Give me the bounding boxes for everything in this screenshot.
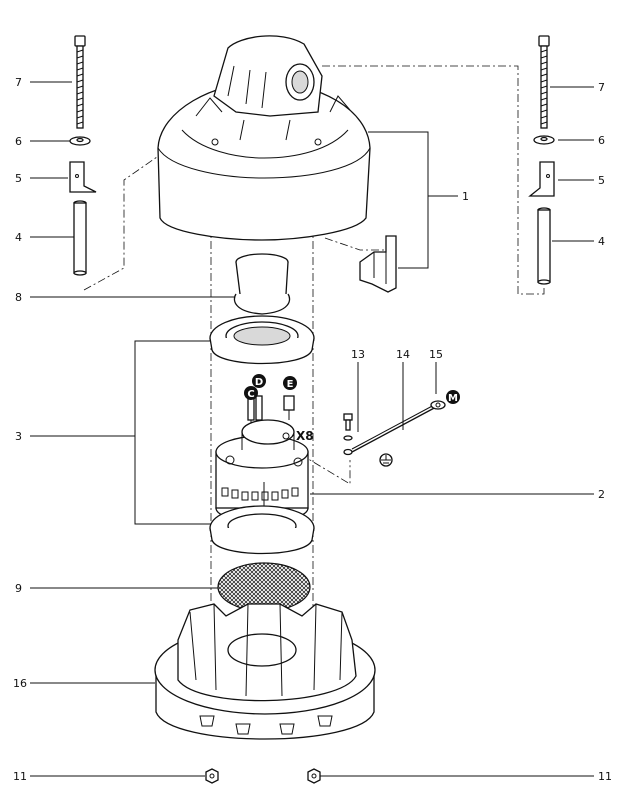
connector-label-x8: X8 (296, 429, 314, 443)
callout-9: 9 (15, 582, 22, 595)
nuts (205, 768, 321, 784)
upper-seal-ring (209, 315, 315, 365)
tag-d: D (255, 377, 263, 388)
callout-2: 2 (598, 488, 605, 501)
callout-11-right: 11 (598, 770, 612, 783)
callout-4-right: 4 (598, 235, 605, 248)
callout-numbers: 7 6 5 4 8 3 9 16 11 7 6 5 4 1 2 11 13 14… (13, 76, 612, 783)
callout-4-left: 4 (15, 231, 22, 244)
callout-11-left: 11 (13, 770, 27, 783)
callout-6-left: 6 (15, 135, 22, 148)
tag-c: C (247, 389, 254, 400)
callout-7-right: 7 (598, 81, 605, 94)
callout-7-left: 7 (15, 76, 22, 89)
callout-16: 16 (13, 677, 27, 690)
callout-3: 3 (15, 430, 22, 443)
callout-13: 13 (351, 348, 365, 361)
ground-cable-kit (343, 400, 446, 467)
callout-15: 15 (429, 348, 443, 361)
callout-14: 14 (396, 348, 410, 361)
callout-6-right: 6 (598, 134, 605, 147)
adapter-sleeve (233, 253, 291, 315)
callout-1: 1 (462, 190, 469, 203)
tag-e: E (287, 379, 294, 390)
base-plate (154, 603, 376, 740)
left-mounting-hardware (69, 35, 97, 276)
callout-5-left: 5 (15, 172, 22, 185)
tag-m: M (448, 393, 458, 404)
leader-lines (30, 81, 594, 777)
lower-seal-ring (209, 505, 315, 555)
circle-tags: D E C M (244, 374, 460, 404)
callout-5-right: 5 (598, 174, 605, 187)
housing-cover (157, 35, 371, 241)
callout-8: 8 (15, 291, 22, 304)
clamp-part (359, 235, 397, 293)
right-mounting-hardware (528, 35, 555, 285)
